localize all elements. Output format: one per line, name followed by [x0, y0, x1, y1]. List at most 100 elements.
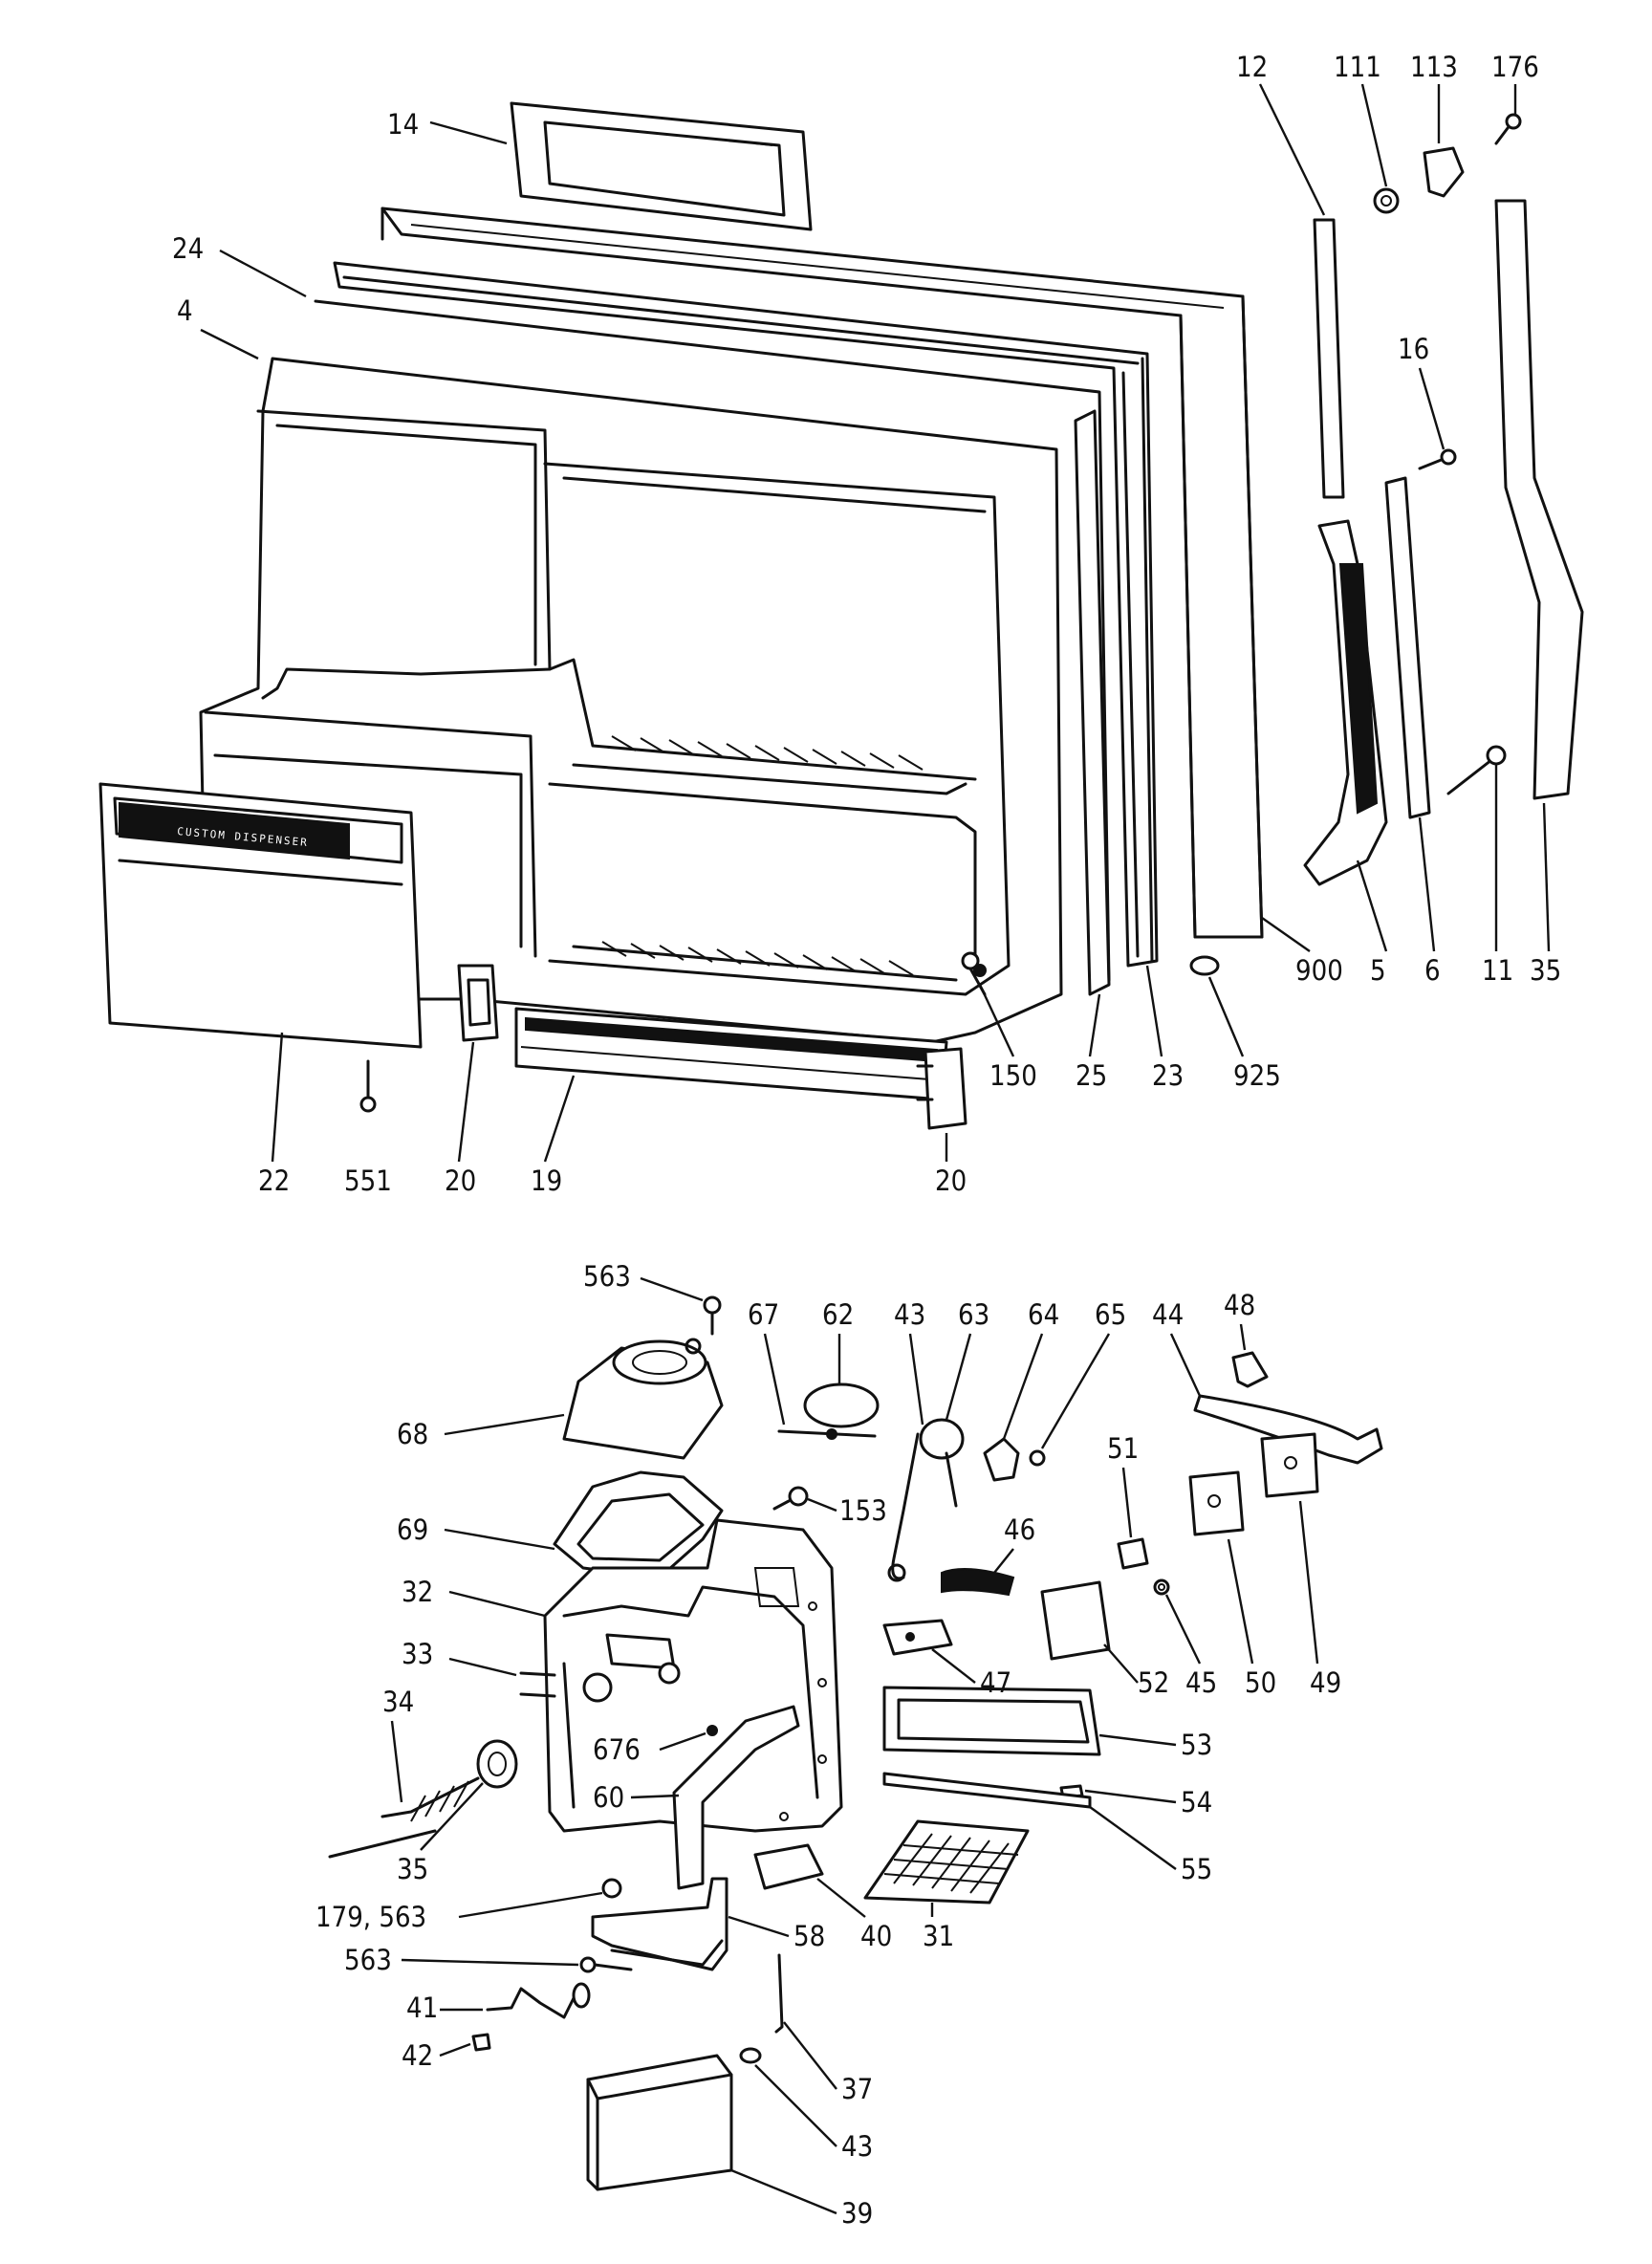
- svg-text:49: 49: [1310, 1666, 1341, 1699]
- svg-text:41: 41: [406, 1992, 438, 2024]
- svg-text:22: 22: [258, 1165, 290, 1197]
- strip-55: [882, 1772, 1092, 1809]
- callout-50: 50: [1227, 1538, 1276, 1699]
- callout-563-top: 563: [583, 1260, 704, 1302]
- dispenser-door-panel: CUSTOM DISPENSER: [98, 782, 423, 1049]
- svg-text:20: 20: [445, 1165, 476, 1197]
- callout-40: 40: [816, 1878, 892, 1952]
- end-cap-right: [916, 1047, 967, 1130]
- callout-111: 111: [1334, 51, 1388, 187]
- callout-25: 25: [1076, 993, 1107, 1092]
- link-rod-41: [486, 1982, 591, 2019]
- chute-gasket: [553, 1470, 724, 1579]
- dispenser-main-housing: [543, 1518, 843, 1833]
- callout-23: 23: [1145, 965, 1184, 1092]
- ice-chute-housing: [562, 1338, 724, 1460]
- callout-113: 113: [1410, 51, 1458, 143]
- callout-67: 67: [748, 1298, 786, 1426]
- callout-16: 16: [1398, 333, 1446, 450]
- callout-65: 65: [1040, 1298, 1126, 1449]
- svg-text:900: 900: [1295, 954, 1343, 987]
- callout-24: 24: [172, 232, 307, 298]
- svg-text:34: 34: [382, 1686, 414, 1718]
- svg-text:14: 14: [387, 108, 419, 141]
- svg-text:46: 46: [1004, 1513, 1035, 1546]
- svg-text:44: 44: [1152, 1298, 1184, 1331]
- callout-179-563: 179, 563: [315, 1891, 603, 1933]
- callout-48: 48: [1224, 1289, 1255, 1351]
- callout-37: 37: [783, 2021, 873, 2105]
- callout-176: 176: [1491, 51, 1539, 115]
- svg-text:11: 11: [1482, 954, 1513, 987]
- callout-51: 51: [1107, 1432, 1139, 1538]
- svg-text:16: 16: [1398, 333, 1429, 365]
- switch-with-lead: [887, 1418, 965, 1582]
- flapper-rod: [777, 1428, 877, 1440]
- base-bracket: [591, 1877, 728, 1971]
- svg-text:12: 12: [1236, 51, 1268, 83]
- washer-45: [1153, 1578, 1170, 1596]
- svg-text:563: 563: [583, 1260, 631, 1293]
- svg-text:33: 33: [402, 1638, 433, 1670]
- grommet-43: [739, 2047, 762, 2064]
- svg-text:563: 563: [344, 1944, 392, 1976]
- svg-text:52: 52: [1138, 1666, 1169, 1699]
- svg-text:37: 37: [841, 2073, 873, 2105]
- callout-42: 42: [402, 2039, 471, 2072]
- callout-43-top: 43: [894, 1298, 925, 1426]
- callout-22: 22: [258, 1032, 290, 1197]
- callout-35-door: 35: [1530, 802, 1561, 987]
- inner-door-liner: [199, 357, 1063, 1044]
- svg-text:31: 31: [923, 1920, 954, 1952]
- breaker-strip: [1074, 409, 1111, 996]
- inner-gasket: [314, 299, 1111, 982]
- callout-68: 68: [397, 1413, 565, 1450]
- svg-text:55: 55: [1181, 1853, 1212, 1885]
- svg-text:4: 4: [177, 294, 193, 327]
- svg-text:925: 925: [1233, 1059, 1281, 1092]
- screw-551: [359, 1059, 377, 1113]
- svg-text:176: 176: [1491, 51, 1539, 83]
- svg-text:62: 62: [822, 1298, 854, 1331]
- callout-150: 150: [978, 984, 1037, 1092]
- callout-35-dispenser: 35: [397, 1782, 484, 1885]
- cover-box: [586, 2054, 733, 2191]
- screw-563-lower: [579, 1956, 633, 1973]
- callout-58: 58: [728, 1915, 825, 1952]
- callout-32: 32: [402, 1576, 546, 1618]
- flapper-disc: [803, 1382, 880, 1428]
- callout-20-left: 20: [445, 1041, 476, 1197]
- callout-31: 31: [923, 1903, 954, 1952]
- callout-11: 11: [1482, 765, 1513, 987]
- callouts: 14 24 4 12 111 113 176 16: [172, 51, 1561, 2230]
- lens-cover: [941, 1568, 1015, 1597]
- svg-text:39: 39: [841, 2197, 873, 2230]
- hardware-113: [1423, 146, 1465, 198]
- screw-11: [1446, 745, 1507, 795]
- svg-text:23: 23: [1152, 1059, 1184, 1092]
- svg-text:60: 60: [593, 1781, 624, 1814]
- outer-door-shell: [380, 207, 1264, 939]
- svg-text:5: 5: [1370, 954, 1386, 987]
- actuator-lever: [1193, 1394, 1383, 1465]
- callout-33: 33: [402, 1638, 517, 1677]
- svg-text:42: 42: [402, 2039, 433, 2072]
- callout-45: 45: [1164, 1594, 1217, 1699]
- callout-563-lower: 563: [344, 1944, 579, 1976]
- callout-60: 60: [593, 1781, 680, 1814]
- mounting-bracket: [672, 1705, 800, 1890]
- callout-43-lower: 43: [754, 2064, 873, 2163]
- lamp-bulb: [983, 1437, 1020, 1482]
- callout-55: 55: [1089, 1806, 1212, 1885]
- svg-text:25: 25: [1076, 1059, 1107, 1092]
- callout-46: 46: [993, 1513, 1035, 1574]
- callout-12: 12: [1236, 51, 1326, 216]
- screw-16: [1418, 448, 1457, 470]
- pivot-pin: [328, 1829, 437, 1859]
- pins-33: [519, 1671, 556, 1698]
- lamp-socket: [882, 1619, 953, 1656]
- svg-text:53: 53: [1181, 1729, 1212, 1761]
- screw-153: [772, 1486, 809, 1511]
- svg-text:35: 35: [397, 1853, 428, 1885]
- svg-text:63: 63: [958, 1298, 989, 1331]
